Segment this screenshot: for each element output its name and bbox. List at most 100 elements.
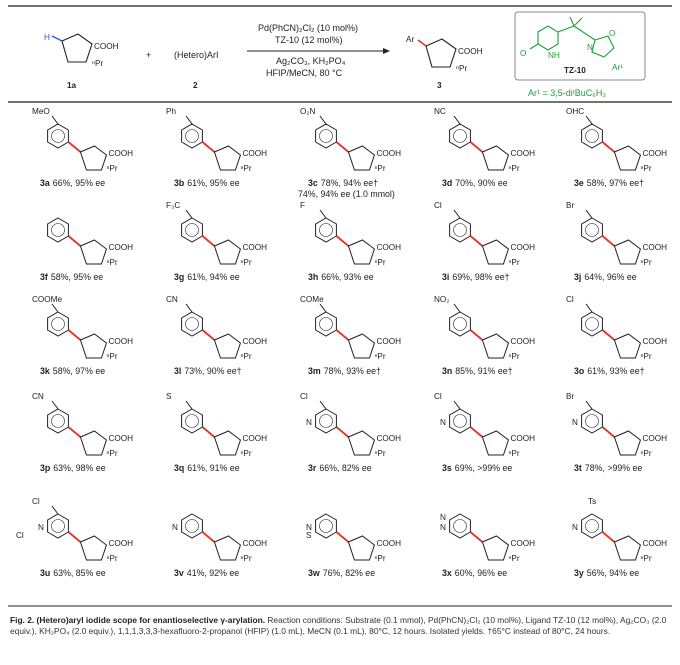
- substituent-label: NO₂: [434, 295, 449, 304]
- ring-sulfur: S: [306, 531, 312, 540]
- aryl-ring: [181, 217, 203, 243]
- aryl-ring: [47, 311, 69, 337]
- cyclopentane-ring: [481, 333, 510, 359]
- new-cc-bond: [469, 329, 484, 341]
- propyl-label: ⁿPr: [374, 449, 385, 458]
- new-cc-bond: [67, 531, 82, 543]
- condition-additives: Ag₂CO₃, KH₂PO₄: [276, 56, 346, 66]
- substituent-label: NC: [434, 107, 446, 116]
- aryl-ring: [47, 123, 69, 149]
- substituent-bond: [453, 303, 461, 313]
- substituent-bond: [319, 303, 327, 313]
- plus-sign: +: [146, 50, 151, 60]
- compound-id: 3o: [574, 366, 585, 376]
- compound-id: 3c: [308, 178, 318, 188]
- yield-text: 66%, 82% ee: [319, 463, 371, 473]
- ligand-n-atom: N: [587, 43, 593, 52]
- yield-text: 78%, >99% ee: [585, 463, 643, 473]
- aryl-ring: [181, 123, 203, 149]
- compound-id: 3j: [574, 272, 581, 282]
- cyclopentane-ring: [613, 145, 642, 171]
- compound-id: 3e: [574, 178, 584, 188]
- aromatic-circle: [453, 414, 467, 428]
- propyl-label: ⁿPr: [106, 258, 117, 267]
- aromatic-circle: [585, 317, 599, 331]
- cyclopentane-ring: [213, 430, 242, 456]
- acid-label: COOH: [376, 337, 401, 346]
- substituent-label: F₃C: [166, 201, 180, 210]
- substituent-bond: [51, 400, 59, 410]
- substituent-label: CN: [32, 392, 44, 401]
- compound-id: 3t: [574, 463, 582, 473]
- cyclopentane-ring: [79, 430, 108, 456]
- substituent-label: COOMe: [32, 295, 62, 304]
- substituent-label: F: [300, 201, 305, 210]
- substituent-bond: [185, 209, 193, 219]
- aromatic-circle: [319, 129, 333, 143]
- compound-id: 3i: [442, 272, 449, 282]
- yield-text: 66%, 93% ee: [321, 272, 373, 282]
- reaction-scheme: H COOH ⁿPr 1a + (Hetero)ArI 2 Pd(PhCN)₂C…: [8, 5, 672, 607]
- ligand-nh-atom: NH: [548, 51, 560, 60]
- acid-label: COOH: [642, 434, 667, 443]
- aromatic-circle: [319, 414, 333, 428]
- propyl-group: ⁿPr: [92, 59, 103, 68]
- substituent-bond: [453, 209, 461, 219]
- cyclopentane-ring: [79, 239, 108, 265]
- cyclopentane-ring: [481, 535, 510, 561]
- compound-id: 3n: [442, 366, 452, 376]
- new-cc-bond: [67, 235, 82, 247]
- yield-text: 70%, 90% ee: [455, 178, 507, 188]
- acid-group: COOH: [94, 42, 119, 51]
- ligand-o-atom: O: [520, 49, 526, 58]
- aromatic-circle: [51, 519, 65, 533]
- aromatic-circle: [453, 129, 467, 143]
- new-cc-bond: [469, 235, 484, 247]
- acid-label: COOH: [510, 243, 535, 252]
- aryl-ring: [581, 123, 603, 149]
- ligand-ar-definition: Ar¹ = 3,5-diᵗBuC₆H₃: [528, 88, 606, 98]
- compound-id: 3s: [442, 463, 452, 473]
- caption-title: Fig. 2. (Hetero)aryl iodide scope for en…: [10, 615, 266, 625]
- propyl-label: ⁿPr: [374, 258, 385, 267]
- yield-text: 58%, 97% ee: [53, 366, 105, 376]
- cyclopentane-ring: [481, 145, 510, 171]
- propyl-label: ⁿPr: [640, 449, 651, 458]
- new-cc-bond: [601, 141, 616, 153]
- substituent-label: Cl: [434, 201, 442, 210]
- aromatic-circle: [185, 519, 199, 533]
- ring-nitrogen: N: [440, 523, 446, 532]
- yield-text: 85%, 91% ee†: [455, 366, 512, 376]
- aryl-ring: [449, 311, 471, 337]
- compound-id: 3y: [574, 568, 584, 578]
- substituent-bond: [185, 400, 193, 410]
- aryl-ring: [181, 311, 203, 337]
- acid-label: COOH: [642, 149, 667, 158]
- new-cc-bond: [67, 426, 82, 438]
- compound-id: 3a: [40, 178, 50, 188]
- condition-catalyst: Pd(PhCN)₂Cl₂ (10 mol%): [258, 23, 358, 33]
- acid-label: COOH: [642, 243, 667, 252]
- acid-label: COOH: [510, 149, 535, 158]
- acid-label: COOH: [242, 243, 267, 252]
- compound-id: 3m: [308, 366, 321, 376]
- propyl-label: ⁿPr: [640, 554, 651, 563]
- yield-text: 63%, 98% ee: [53, 463, 105, 473]
- ring-nitrogen: N: [572, 523, 578, 532]
- cyclopentane-ring: [481, 239, 510, 265]
- aryl-ring: [581, 217, 603, 243]
- substituent-label: S: [166, 392, 172, 401]
- acid-label: COOH: [242, 539, 267, 548]
- aromatic-circle: [185, 129, 199, 143]
- propyl-label: ⁿPr: [508, 449, 519, 458]
- new-cc-bond: [601, 329, 616, 341]
